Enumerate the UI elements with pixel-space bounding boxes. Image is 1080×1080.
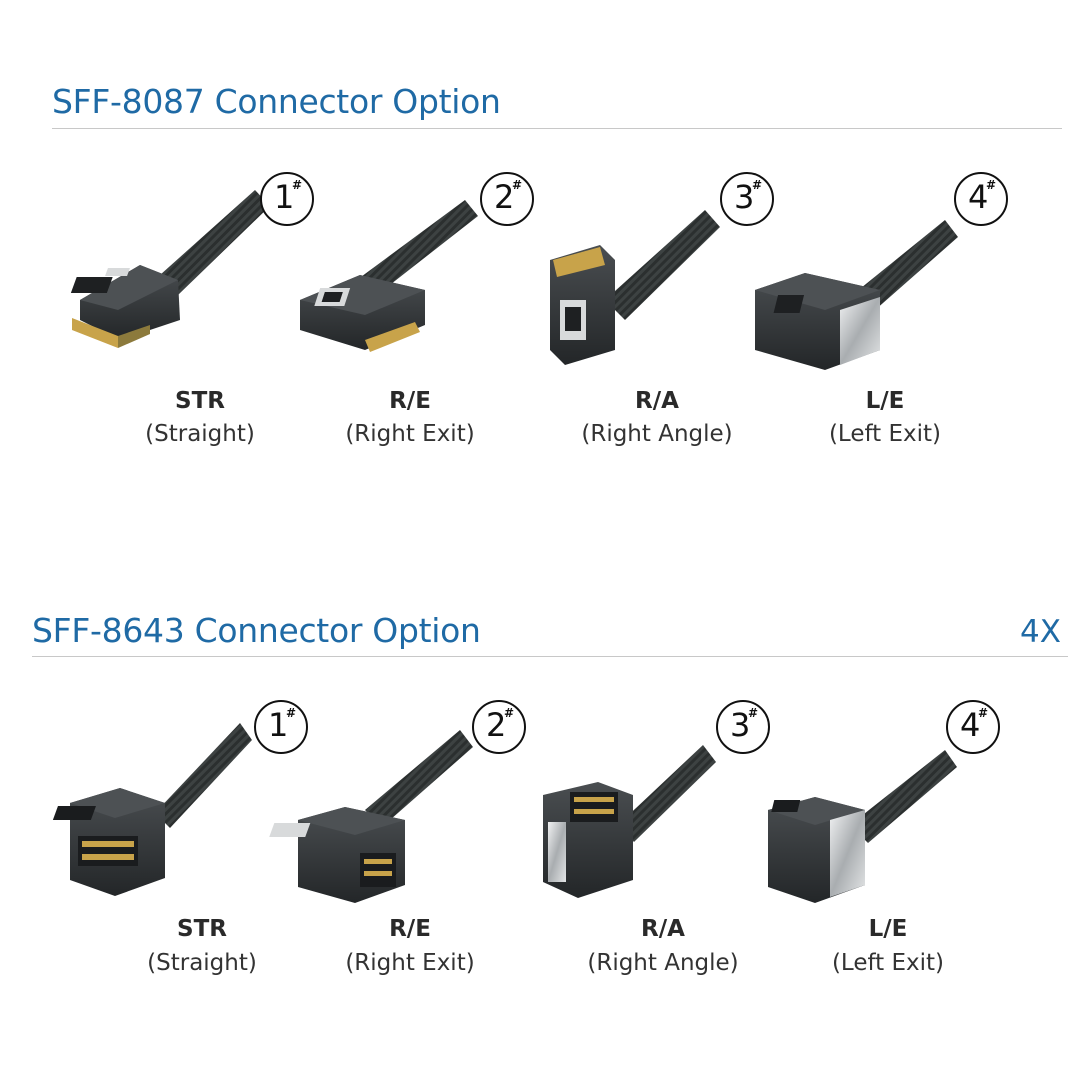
section-divider (32, 656, 1068, 657)
sff8087-left-exit-connector-icon (755, 220, 958, 370)
option-description: (Left Exit) (828, 421, 942, 447)
option-description: (Right Angle) (587, 950, 739, 976)
option-code: R/E (389, 916, 431, 942)
section-badge: 4X (1020, 614, 1061, 650)
sff8643-right-angle-connector-icon (543, 745, 716, 898)
option-description: (Right Exit) (345, 421, 475, 447)
option-description: (Straight) (145, 421, 255, 447)
option-description: (Right Exit) (345, 950, 475, 976)
option-number-badge: 1# (260, 172, 314, 226)
option-number-badge: 4# (946, 700, 1000, 754)
sff8087-straight-connector-icon (70, 190, 270, 348)
option-number-badge: 2# (472, 700, 526, 754)
sff8643-straight-connector-icon (52, 723, 252, 896)
option-number-badge: 4# (954, 172, 1008, 226)
option-code: L/E (865, 388, 905, 414)
option-code: R/A (641, 916, 685, 942)
option-number-badge: 2# (480, 172, 534, 226)
sff8087-right-angle-connector-icon (550, 210, 720, 365)
sff8643-left-exit-connector-icon (768, 750, 957, 903)
option-number-badge: 1# (254, 700, 308, 754)
section-divider (52, 128, 1062, 129)
option-description: (Right Angle) (581, 421, 733, 447)
option-description: (Left Exit) (831, 950, 945, 976)
option-code: R/E (389, 388, 431, 414)
option-code: R/A (635, 388, 679, 414)
option-description: (Straight) (147, 950, 257, 976)
option-code: STR (175, 388, 225, 414)
sff8643-right-exit-connector-icon (269, 730, 473, 903)
option-number-badge: 3# (720, 172, 774, 226)
option-code: STR (177, 916, 227, 942)
section-title: SFF-8087 Connector Option (52, 82, 501, 121)
sff8087-right-exit-connector-icon (300, 200, 478, 352)
section-title: SFF-8643 Connector Option (32, 611, 481, 650)
option-code: L/E (868, 916, 908, 942)
option-number-badge: 3# (716, 700, 770, 754)
